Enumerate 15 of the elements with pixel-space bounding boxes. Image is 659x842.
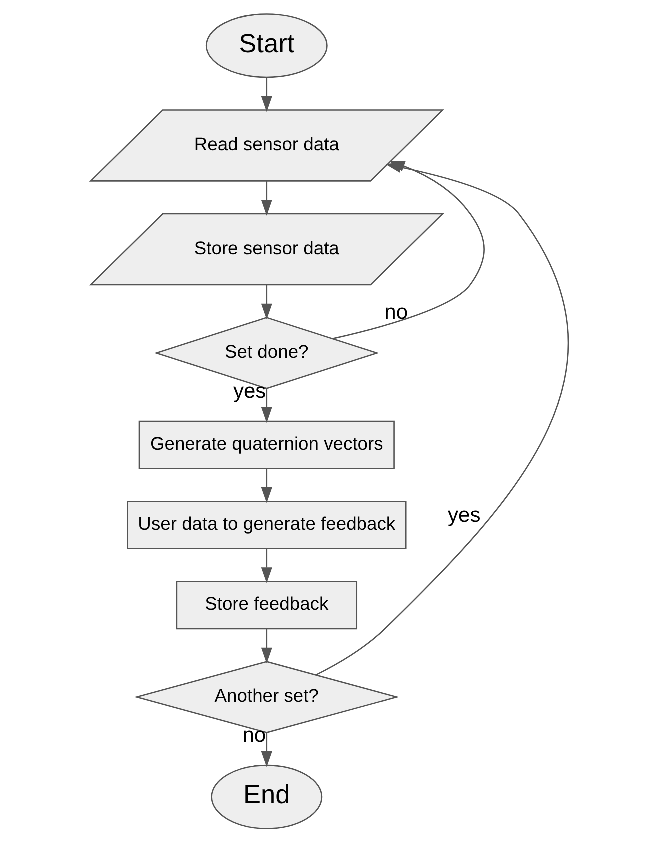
- edge-label: no: [384, 300, 408, 324]
- arrow: [260, 77, 272, 112]
- arrow: [260, 732, 272, 767]
- arrow: [260, 180, 272, 216]
- edge-label: yes: [448, 503, 480, 526]
- node-ellipse: End: [210, 764, 322, 829]
- arrow: [260, 628, 272, 664]
- arrow: [260, 468, 272, 503]
- arrow: [260, 388, 272, 423]
- node-ellipse: Start: [205, 13, 328, 78]
- arrow: [260, 548, 272, 583]
- arrow: [260, 284, 272, 320]
- node-box: Store feedback: [176, 580, 358, 630]
- node-box: User data to generate feedback: [126, 500, 406, 550]
- node-box: Generate quaternion vectors: [138, 420, 394, 469]
